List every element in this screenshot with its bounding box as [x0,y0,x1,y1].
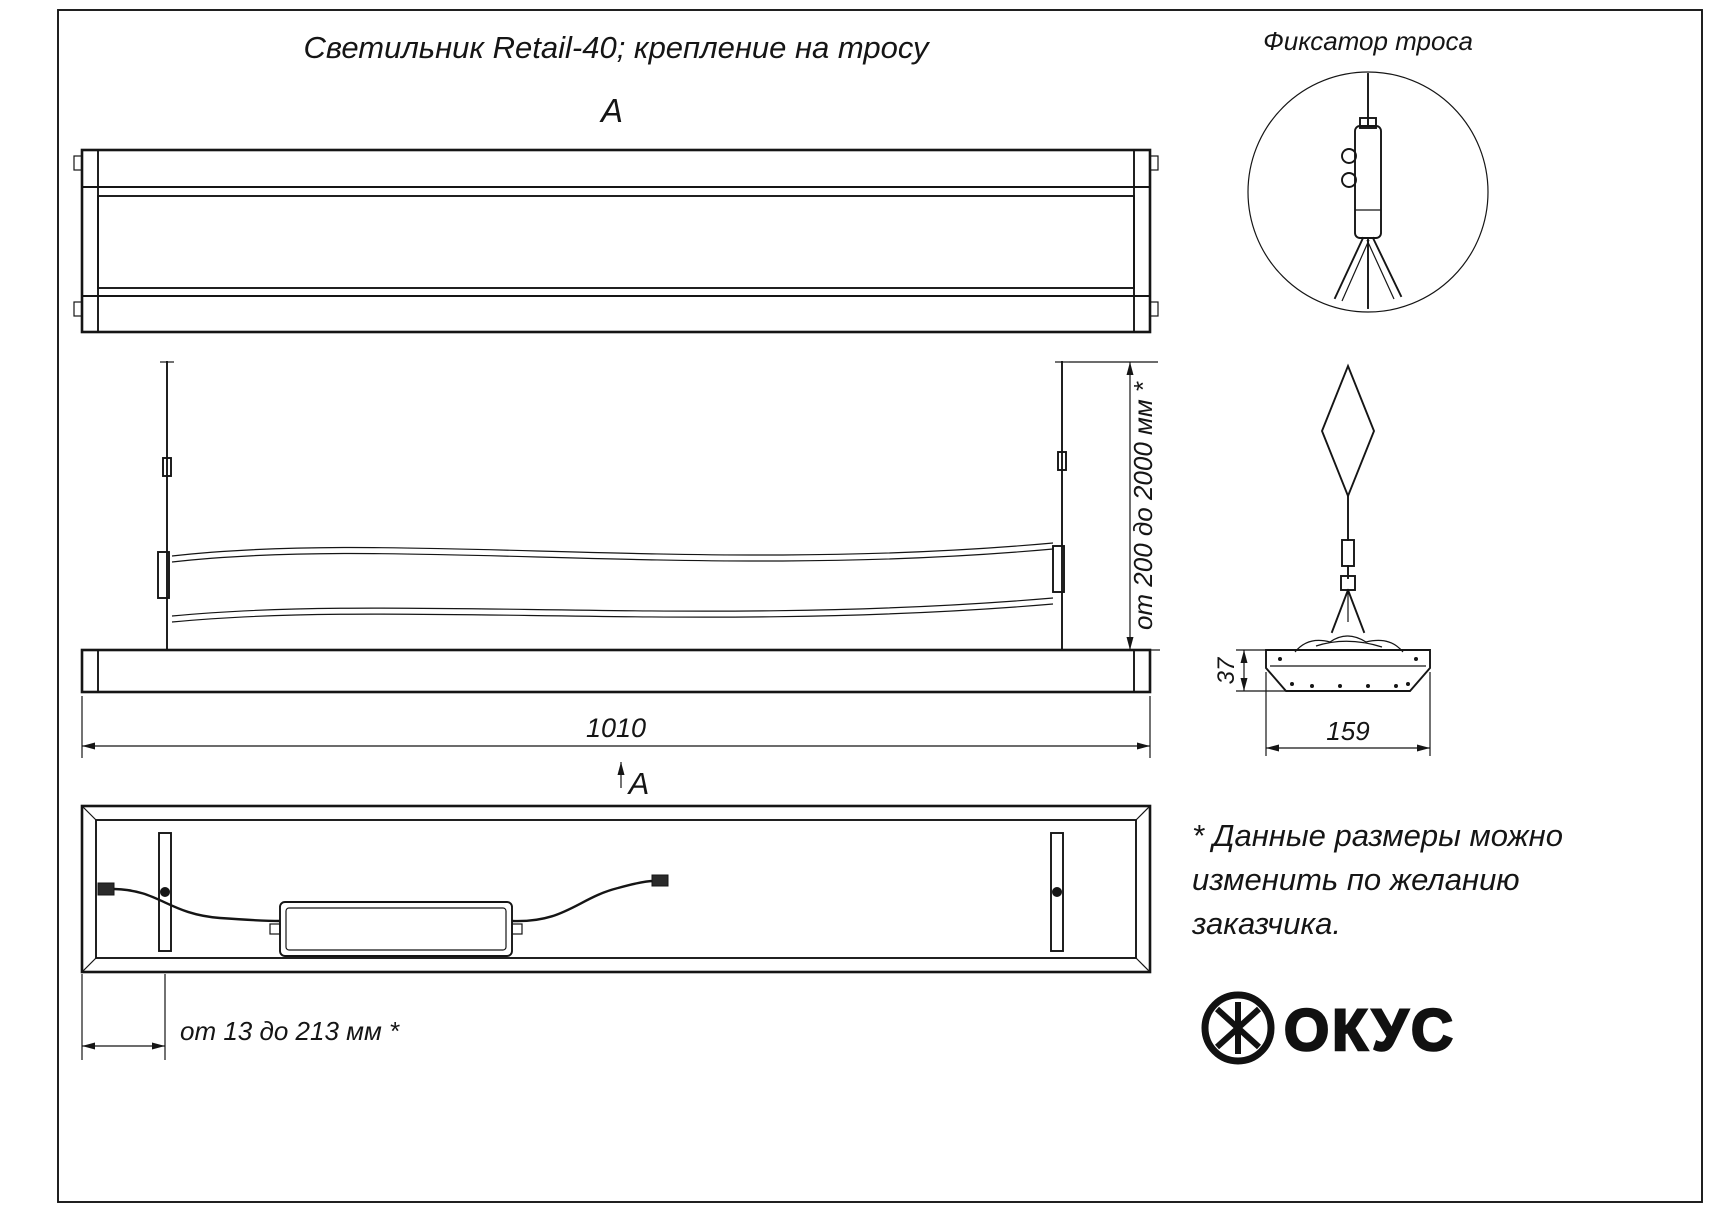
input-connector [97,882,115,896]
output-connector [651,874,669,887]
wire-left [113,887,281,923]
power-wire [171,597,1054,617]
logo-text: ОКУС [1284,998,1456,1063]
dim-length: 1010 [586,713,646,743]
section-view [80,804,1152,974]
note-line-1: * Данные размеры можно [1192,818,1563,853]
wire-right [511,879,655,923]
manufacturer-logo: ОКУС [1201,991,1456,1065]
dimension-offset: от 13 до 213 мм * [81,974,400,1060]
detail-label: Фиксатор троса [1263,26,1473,56]
fixator-body [1354,125,1382,239]
fixator-screw [1341,148,1357,164]
cable-crimp-left [162,457,172,477]
bracket-left [158,832,172,952]
bracket-hole-left [160,887,170,897]
cable-crimp-side [1341,539,1355,567]
side-view [1265,363,1431,692]
sheet-border [57,9,1703,1203]
hanging-loop [1320,363,1376,499]
section-marker-a-bottom: А [627,766,650,801]
bracket-folded [1294,635,1404,653]
power-wire [171,603,1054,623]
front-view [73,148,1159,334]
profile-cross-section [1265,649,1431,692]
focus-logo-mark [1201,991,1275,1065]
suspension-view [80,361,1152,694]
dimension-length: 1010 А [81,696,1151,801]
bracket-right [1050,832,1064,952]
drawing-title: Светильник Retail-40; крепление на тросу [303,30,931,65]
note-line-2: изменить по желанию [1192,862,1520,897]
dimension-suspension-height: от 200 до 2000 мм * [1069,361,1160,651]
cable-crimp-right [1057,451,1067,471]
bracket-hole-right [1052,887,1062,897]
fixator-screw [1341,172,1357,188]
cable-gripper-right [1052,545,1065,593]
detail-circle [1247,71,1489,313]
dim-suspension-range: от 200 до 2000 мм * [1128,381,1158,630]
note-block: * Данные размеры можно изменить по желан… [1191,818,1563,941]
power-wire [171,548,1054,563]
dimension-profile-width: 159 [1265,672,1431,756]
note-line-3: заказчика. [1191,906,1341,941]
dimension-profile-height: 37 [1213,649,1286,692]
cable-gripper-left [157,551,170,599]
dim-offset-range: от 13 до 213 мм * [180,1016,400,1046]
dim-profile-width: 159 [1326,716,1369,746]
dim-profile-height: 37 [1213,656,1240,684]
fixture-body [80,648,1152,694]
power-wire [171,542,1054,557]
cable-fixator-detail: Фиксатор троса [1247,26,1489,313]
led-driver [279,901,513,957]
section-marker-a-top: А [599,92,623,129]
